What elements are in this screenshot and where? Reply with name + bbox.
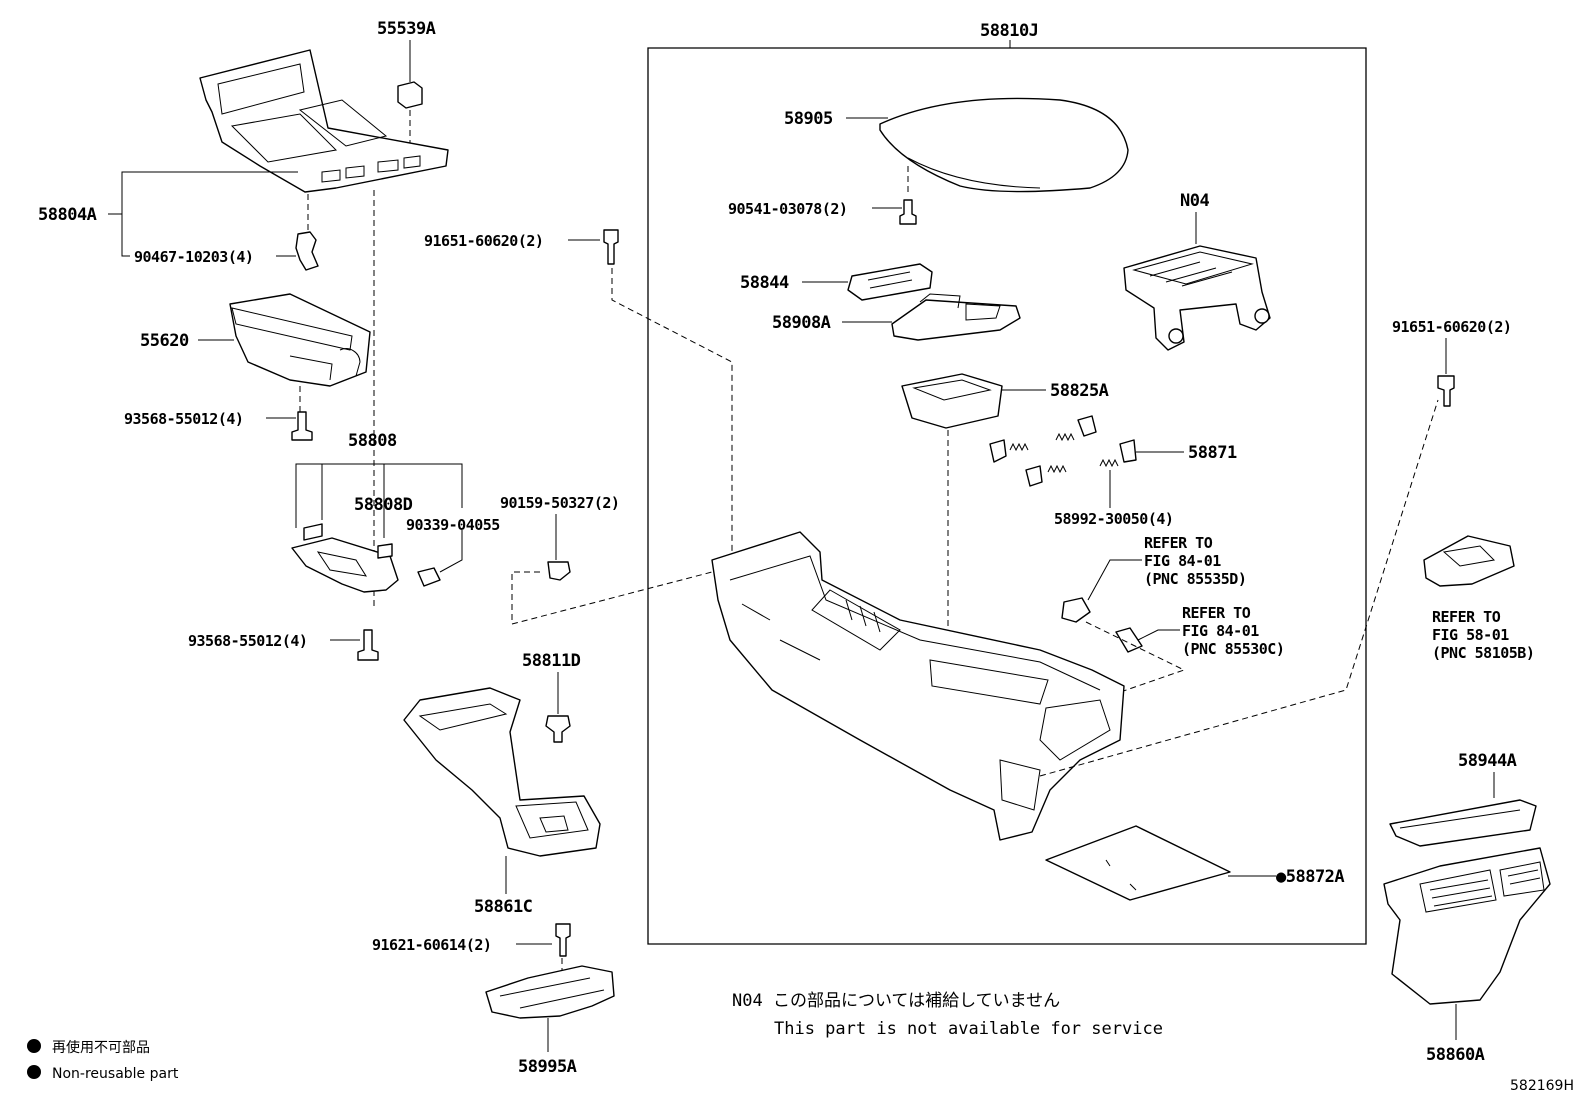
ref2-line3: (PNC 85530C) [1182, 640, 1284, 658]
label-58908A: 58908A [772, 313, 831, 333]
label-91651-right: 91651-60620(2) [1392, 318, 1511, 336]
label-58808: 58808 [348, 431, 397, 451]
part-bracket-58105B [1423, 535, 1515, 587]
label-90159-50327: 90159-50327(2) [500, 494, 619, 512]
label-58905: 58905 [784, 109, 833, 129]
label-58844: 58844 [740, 273, 789, 293]
assembly-frame [647, 47, 1367, 945]
label-58825A: 58825A [1050, 381, 1109, 401]
ref1-line1: REFER TO [1144, 534, 1213, 552]
part-58811D [545, 715, 571, 743]
label-93568-lower: 93568-55012(4) [188, 632, 307, 650]
part-58995A [485, 965, 615, 1019]
part-58860A [1383, 847, 1551, 1005]
label-58804A: 58804A [38, 205, 97, 225]
legend-bullet-en [27, 1065, 41, 1079]
ref3-line2: FIG 58-01 [1432, 626, 1509, 644]
label-55539A: 55539A [377, 19, 436, 39]
note-n04-jp: N04 この部品については補給していません [732, 991, 1060, 1011]
label-55620: 55620 [140, 331, 189, 351]
ref1-line3: (PNC 85535D) [1144, 570, 1246, 588]
label-90467-10203: 90467-10203(4) [134, 248, 253, 266]
ref3-line3: (PNC 58105B) [1432, 644, 1534, 662]
label-58871: 58871 [1188, 443, 1237, 463]
part-58944A [1389, 799, 1537, 847]
label-58860A: 58860A [1426, 1045, 1485, 1065]
label-58811D: 58811D [522, 651, 581, 671]
label-58872A: ●58872A [1276, 867, 1344, 887]
legend-jp: 再使用不可部品 [52, 1039, 150, 1056]
part-58908A [891, 299, 1021, 341]
ref3-line1: REFER TO [1432, 608, 1501, 626]
label-58861C: 58861C [474, 897, 532, 917]
note-n04-en: This part is not available for service [774, 1019, 1163, 1039]
label-58995A: 58995A [518, 1057, 577, 1077]
label-90541-03078: 90541-03078(2) [728, 200, 847, 218]
label-58944A: 58944A [1458, 751, 1517, 771]
part-93568-screw-lower [357, 629, 379, 661]
part-58992-spring [1009, 442, 1029, 452]
part-91651-bolt-left [603, 229, 619, 265]
part-55620 [229, 293, 371, 387]
legend-en: Non-reusable part [52, 1066, 179, 1082]
part-91621-bolt [555, 923, 571, 957]
label-58808D: 58808D [354, 495, 413, 515]
part-91651-bolt-right [1437, 375, 1455, 407]
part-90339-cap [417, 567, 441, 587]
label-90339-04055: 90339-04055 [406, 516, 500, 534]
label-58992-30050: 58992-30050(4) [1054, 510, 1173, 528]
part-58905 [879, 97, 1129, 193]
part-bulb-85530C [1115, 627, 1143, 653]
label-91651-left: 91651-60620(2) [424, 232, 543, 250]
label-N04: N04 [1180, 191, 1209, 211]
part-58861C [403, 687, 601, 857]
ref1-line2: FIG 84-01 [1144, 552, 1221, 570]
part-58844 [847, 263, 933, 301]
ref2-line2: FIG 84-01 [1182, 622, 1259, 640]
part-N04 [1123, 245, 1271, 351]
part-55539A [397, 81, 423, 109]
part-bulb-85535D [1061, 597, 1091, 623]
part-console-body [711, 531, 1125, 841]
part-58804A [199, 49, 449, 193]
part-58825A [901, 373, 1003, 429]
legend-bullet-jp [27, 1039, 41, 1053]
label-91621-60614: 91621-60614(2) [372, 936, 491, 954]
figure-code: 582169H [1510, 1078, 1574, 1094]
part-90467-clip [295, 231, 319, 271]
label-58810J: 58810J [980, 21, 1038, 41]
ref2-line1: REFER TO [1182, 604, 1251, 622]
part-93568-screw-upper [291, 411, 313, 441]
part-90159-clip [547, 561, 571, 581]
part-58872A [1045, 825, 1231, 901]
part-58871-latch [989, 439, 1007, 463]
part-90541-screw [899, 199, 917, 225]
label-93568-upper: 93568-55012(4) [124, 410, 243, 428]
part-58808 [291, 537, 399, 593]
